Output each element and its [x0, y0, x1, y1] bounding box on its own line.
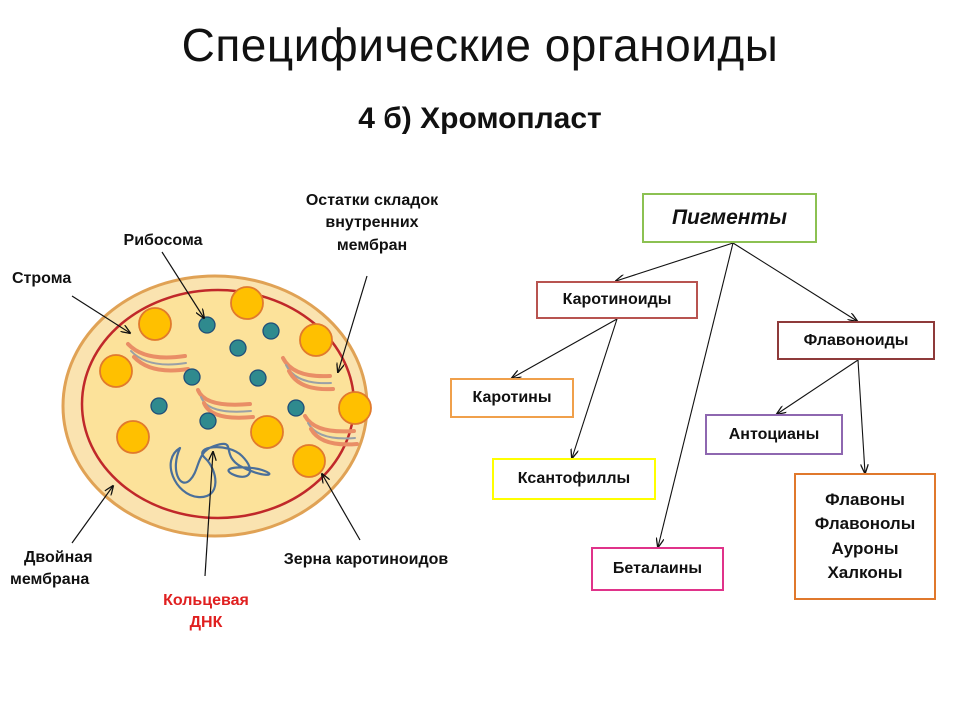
- carotenoid-grain: [299, 323, 333, 357]
- folds-label-line: Остатки складок: [305, 192, 439, 209]
- flavones-item: Флавонолы: [814, 514, 916, 534]
- flavones-item: Халконы: [827, 562, 903, 582]
- xanthophylls-box: Ксантофиллы: [492, 458, 656, 500]
- stroma-arrow: [71, 295, 130, 333]
- ribosome-label: Рибосома: [123, 232, 203, 249]
- carotenoid-grain: [292, 444, 326, 478]
- flavones-item: Флавоны: [825, 490, 905, 510]
- ribosome: [229, 339, 247, 357]
- flavones-item: Ауроны: [831, 538, 899, 558]
- folds-label-line: внутренних: [325, 214, 419, 232]
- ribosome: [249, 369, 267, 387]
- double-membrane-label-line: Двойная: [24, 549, 93, 566]
- lamella-left: [126, 342, 190, 373]
- carotenoids-box: Каротиноиды: [536, 281, 698, 319]
- flavonoids-box: Флавоноиды: [777, 321, 935, 360]
- slide-title: Специфические органоиды: [181, 19, 779, 71]
- ring-dna-label: Кольцевая ДНК: [146, 590, 266, 635]
- double-membrane-label-line: мембрана: [10, 571, 90, 589]
- carotenoid-grain: [116, 420, 150, 454]
- carotenes-box: Каротины: [450, 378, 574, 418]
- lamella-lower-right: [303, 414, 359, 447]
- carotenoid-grain: [99, 354, 133, 388]
- ribosome: [198, 316, 216, 334]
- carotenoid-grain: [230, 286, 264, 320]
- carotenoid-grain: [250, 415, 284, 449]
- ribosome: [262, 322, 280, 340]
- ribosome: [199, 412, 217, 430]
- folds-label-line: мембран: [336, 236, 408, 254]
- carotenoid-grain: [338, 391, 372, 425]
- ribosome-arrow: [161, 251, 204, 318]
- ring-dna-arrow: [204, 452, 213, 577]
- anthocyanins-box: Антоцианы: [705, 414, 843, 455]
- pigments-box: Пигменты: [642, 193, 817, 243]
- ribosomes: [150, 316, 305, 430]
- slide-subtitle: 4 б) Хромопласт: [358, 102, 602, 135]
- ribosome: [183, 368, 201, 386]
- ring-dna-label-line: ДНК: [189, 614, 223, 632]
- ring-dna-label-line: Кольцевая: [163, 592, 249, 609]
- lamella-upper-right: [281, 356, 335, 392]
- carotenoid-grains: [99, 286, 372, 478]
- carotenoid-grain: [138, 307, 172, 341]
- carotenoid-grains-label: Зерна каротиноидов: [283, 551, 449, 568]
- ribosome: [150, 397, 168, 415]
- lamella-center: [196, 388, 255, 420]
- stroma-label: Строма: [12, 270, 72, 287]
- carotenoid-grains-arrow: [322, 474, 361, 541]
- double-membrane-arrow: [71, 486, 113, 544]
- betalains-box: Беталаины: [591, 547, 724, 591]
- double-membrane-label: Двойная мембрана: [10, 547, 135, 592]
- pigment-tree-arrows: [512, 242, 865, 547]
- ribosome: [287, 399, 305, 417]
- flavones-group-box: Флавоны Флавонолы Ауроны Халконы: [794, 473, 936, 600]
- folds-arrow: [338, 275, 368, 372]
- folds-label: Остатки складок внутренних мембран: [282, 190, 462, 257]
- ring-dna: [169, 442, 271, 499]
